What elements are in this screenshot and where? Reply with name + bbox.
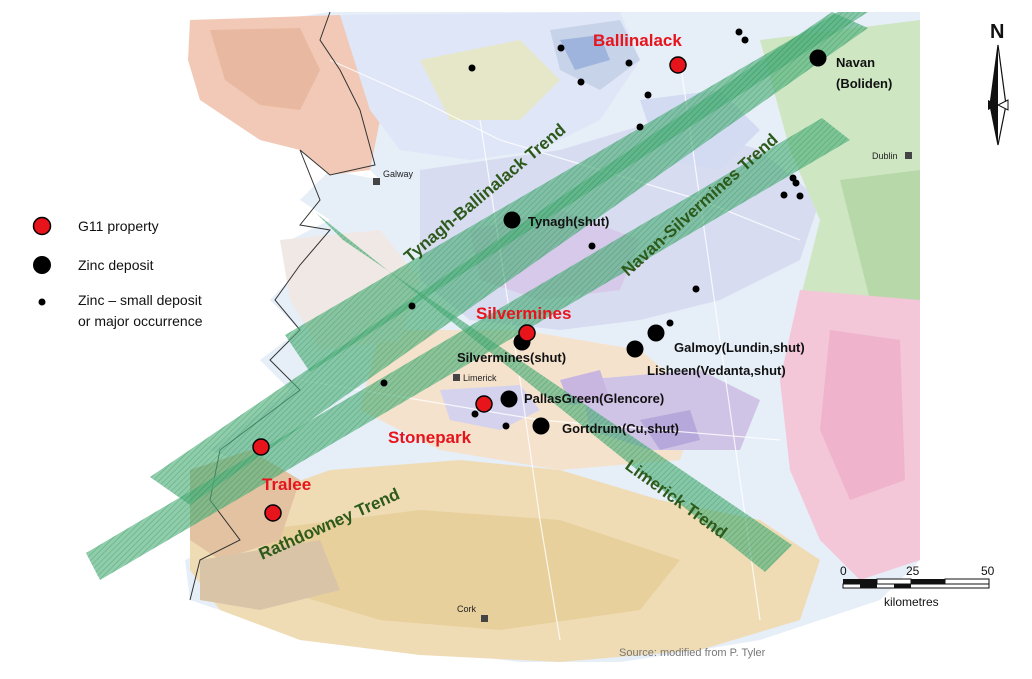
galmoy-label: Galmoy(Lundin,shut) <box>674 340 805 355</box>
legend-zinc-symbol <box>33 256 51 274</box>
town-dublin: Dublin <box>872 151 912 161</box>
lisheen-label: Lisheen(Vedanta,shut) <box>647 363 786 378</box>
north-arrow: N <box>988 21 1009 146</box>
svg-text:Dublin: Dublin <box>872 151 898 161</box>
gortdrum-deposit <box>532 417 550 435</box>
silvermines-deposit-label: Silvermines(shut) <box>457 350 566 365</box>
g11-properties <box>252 56 687 522</box>
pallasgreen-label: PallasGreen(Glencore) <box>524 391 664 406</box>
tynagh-label: Tynagh(shut) <box>528 214 609 229</box>
lisheen-deposit <box>626 340 644 358</box>
stonepark-label: Stonepark <box>388 428 472 447</box>
navan-label-1: Navan <box>836 55 875 70</box>
source-text: Source: modified from P. Tyler <box>619 647 766 659</box>
scale-bar: 0 25 50 kilometres <box>840 564 995 609</box>
silvermines-g11-label: Silvermines <box>476 304 571 323</box>
svg-text:Limerick: Limerick <box>463 373 497 383</box>
navan-silvermines-band <box>150 12 868 505</box>
stonepark-property <box>475 395 493 413</box>
scale-unit: kilometres <box>884 595 939 609</box>
ballinalack-label: Ballinalack <box>593 31 682 50</box>
town-cork: Cork <box>457 604 488 622</box>
zinc-deposits <box>500 49 827 435</box>
ballinalack-property <box>669 56 687 74</box>
legend-g11-text: G11 property <box>78 218 159 234</box>
scale-50: 50 <box>981 564 995 578</box>
tralee-label: Tralee <box>262 475 311 494</box>
town-galway: Galway <box>373 169 414 185</box>
trend-bands <box>86 12 868 580</box>
limerick-band <box>316 213 792 572</box>
scale-0: 0 <box>840 564 847 578</box>
town-limerick: Limerick <box>453 373 497 383</box>
north-label: N <box>990 21 1004 43</box>
pallasgreen-deposit <box>500 390 518 408</box>
legend-g11-symbol <box>32 216 52 236</box>
rathdowney-band <box>86 118 850 580</box>
scale-25: 25 <box>906 564 920 578</box>
svg-text:Cork: Cork <box>457 604 477 614</box>
legend-small-symbol <box>38 298 46 306</box>
galmoy-deposit <box>647 324 665 342</box>
navan-label-2: (Boliden) <box>836 76 892 91</box>
tynagh-deposit <box>503 211 521 229</box>
tralee-property-1 <box>252 438 270 456</box>
svg-text:Galway: Galway <box>383 169 414 179</box>
tralee-property-2 <box>264 504 282 522</box>
legend: G11 property Zinc deposit Zinc – small d… <box>32 216 203 329</box>
gortdrum-label: Gortdrum(Cu,shut) <box>562 421 679 436</box>
legend-small-text-1: Zinc – small deposit <box>78 292 202 308</box>
legend-small-text-2: or major occurrence <box>78 313 203 329</box>
navan-deposit <box>809 49 827 67</box>
small-deposits <box>380 28 804 430</box>
legend-zinc-text: Zinc deposit <box>78 257 154 273</box>
silvermines-property <box>518 324 536 342</box>
